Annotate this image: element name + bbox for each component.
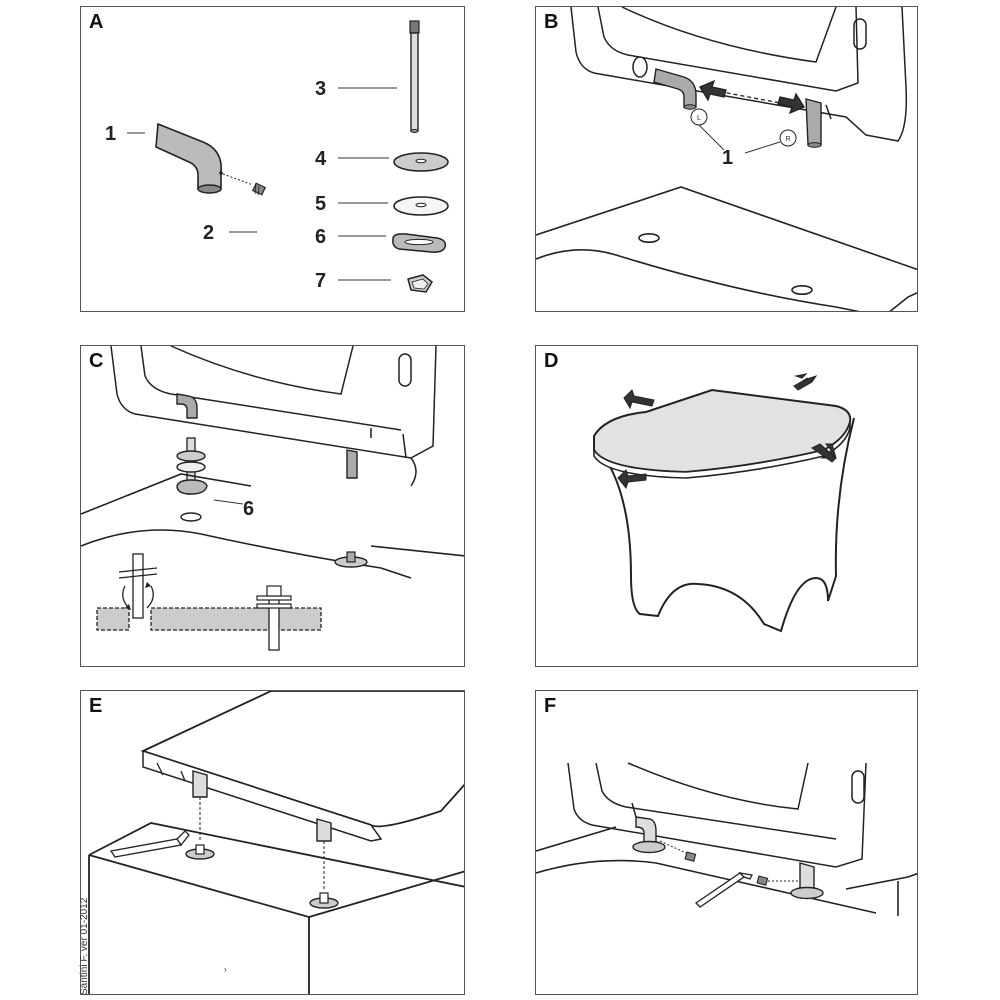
panel-letter: B [544, 11, 559, 33]
callout-line [213, 499, 244, 505]
panel-e: E › [80, 690, 465, 995]
set-screw-icon [251, 182, 267, 196]
mark: › [224, 965, 227, 974]
square-nut-icon [407, 274, 433, 293]
washer-icon [176, 450, 206, 462]
part-label: 5 [315, 193, 326, 215]
version-credit: Santini F. ver 01-2012 [79, 897, 90, 995]
part-label: 6 [243, 498, 254, 520]
bowl-icon [88, 822, 464, 994]
panel-c: C 6 [80, 345, 465, 667]
hinge-bolt-icon [155, 122, 254, 194]
mounted-bolt-icon [632, 840, 666, 854]
hinge-bolt-icon [635, 816, 815, 890]
slide-arrows-icon [699, 79, 805, 115]
bolt-install-diagram: 6 [81, 346, 464, 651]
slotted-gasket-icon [176, 479, 208, 495]
panel-letter: A [89, 11, 104, 33]
set-screw-icon [756, 875, 798, 886]
panel-b: B L R [535, 6, 918, 312]
fastening-diagram [536, 762, 917, 916]
cross-section-icon [96, 553, 322, 651]
bowl-top-icon [536, 826, 917, 916]
seat-hinge-diagram: L R 1 [536, 7, 917, 311]
panel-a: A [80, 6, 465, 312]
part-label: 4 [315, 148, 327, 170]
hinge-bolt-icon [176, 393, 358, 479]
set-screw-icon [659, 840, 697, 862]
seat-alignment-diagram [593, 373, 855, 633]
washer-icon [393, 196, 449, 216]
panel-letter: E [89, 695, 103, 717]
mounting-hole-icon [180, 512, 202, 522]
washer-icon [176, 461, 206, 473]
panel-letter: C [89, 350, 104, 372]
hinge-bolt-right-icon [805, 98, 822, 148]
seat-mounting-diagram: › [88, 691, 464, 994]
washer-icon [393, 152, 449, 172]
right-tag: R [785, 136, 790, 143]
panel-f: F [535, 690, 918, 995]
hinge-bolt-left-icon [653, 68, 697, 110]
seat-underside-icon [110, 346, 437, 487]
alignment-arrows-icon [617, 373, 837, 490]
panel-letter: D [544, 350, 559, 372]
right-tag-icon [779, 129, 797, 147]
allen-key-icon [109, 830, 190, 858]
seat-underside-icon [567, 762, 867, 868]
callout-lines [127, 87, 397, 281]
panel-letter: F [544, 695, 557, 717]
hinge-socket-icon [632, 56, 648, 78]
panel-d: D [535, 345, 918, 667]
parts-diagram: 1 2 3 4 5 6 7 [105, 20, 449, 293]
part-label: 2 [203, 222, 214, 244]
toilet-seat-icon [140, 691, 464, 842]
slotted-gasket-icon [392, 233, 447, 253]
left-tag: L [697, 115, 701, 122]
hinge-bolt-icon [192, 770, 332, 842]
mounted-bolt-icon [790, 886, 824, 900]
allen-key-icon [694, 872, 753, 908]
part-label: 7 [315, 270, 326, 292]
part-label: 1 [722, 147, 733, 169]
callout-lines [698, 124, 781, 154]
part-label: 3 [315, 78, 326, 100]
part-label: 6 [315, 226, 326, 248]
seat-underside-icon [570, 7, 908, 142]
part-label: 1 [105, 123, 116, 145]
bowl-top-icon [536, 186, 917, 311]
threaded-rod-icon [409, 20, 420, 133]
